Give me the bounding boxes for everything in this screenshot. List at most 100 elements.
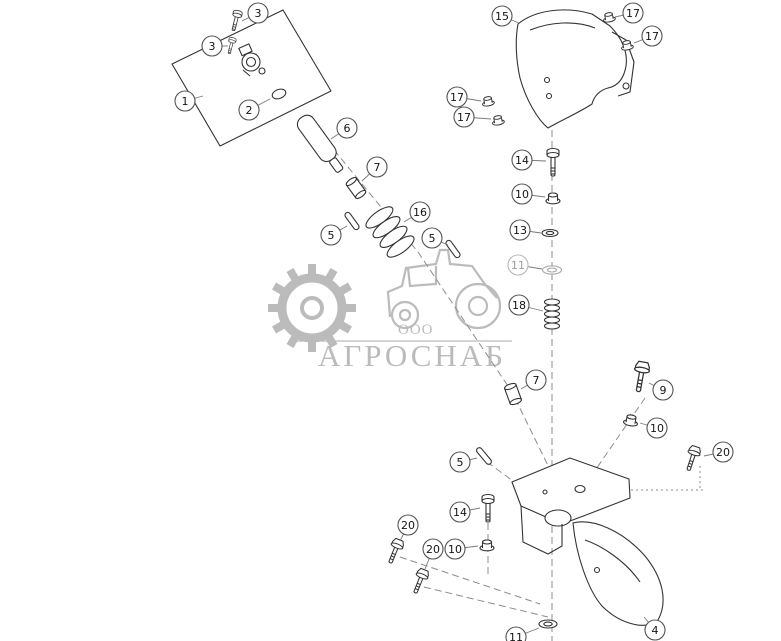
callout-part-17: 17 <box>614 2 644 24</box>
callout-part-2: 2 <box>238 98 271 121</box>
callout-number: 15 <box>495 10 509 23</box>
callout-circle <box>320 224 342 246</box>
callout-circle <box>525 369 547 391</box>
part-9-bolt <box>630 360 652 394</box>
callout-number: 10 <box>448 543 462 556</box>
callout-part-14: 14 <box>449 501 481 523</box>
callout-number: 7 <box>374 161 381 174</box>
callout-circle <box>421 227 443 249</box>
callout-part-9: 9 <box>648 379 674 401</box>
callout-circle <box>646 417 668 439</box>
callout-part-10: 10 <box>511 183 546 205</box>
callout-circle <box>201 35 223 57</box>
callout-part-17: 17 <box>633 25 663 47</box>
callout-circle <box>446 86 468 108</box>
part-17-nut <box>601 11 617 24</box>
callout-circle <box>409 201 431 223</box>
callout-circle <box>397 514 419 536</box>
callout-number: 2 <box>246 104 253 117</box>
callout-number: 5 <box>429 232 436 245</box>
part-5-pin <box>474 445 494 467</box>
callout-circle <box>247 2 269 24</box>
callout-circle <box>509 219 531 241</box>
callout-circle <box>491 5 513 27</box>
part-11-washer <box>541 265 563 275</box>
callout-part-17: 17 <box>446 86 482 108</box>
callout-part-17: 17 <box>453 106 492 128</box>
part-16-spring <box>365 206 415 258</box>
callout-part-1: 1 <box>174 90 204 112</box>
callout-circle <box>641 25 663 47</box>
callout-part-7: 7 <box>361 156 388 182</box>
callout-part-10: 10 <box>444 538 479 560</box>
part-6-cylinder <box>296 114 344 173</box>
callout-number: 11 <box>511 259 525 272</box>
part-20-bolt <box>408 566 431 596</box>
part-14-bolt <box>481 493 495 523</box>
part-18-spring <box>543 298 561 330</box>
part-7-bushing <box>503 381 523 407</box>
callout-circle <box>453 106 475 128</box>
callout-number: 14 <box>453 506 467 519</box>
callout-circle <box>508 294 530 316</box>
callout-circle <box>422 538 444 560</box>
callout-part-20: 20 <box>397 514 419 542</box>
callout-number: 5 <box>457 456 464 469</box>
callout-part-3: 3 <box>201 35 228 57</box>
callout-circle <box>449 501 471 523</box>
callout-circle <box>444 538 466 560</box>
callout-circle <box>505 626 527 641</box>
part-17-nut <box>490 114 506 127</box>
callout-part-11: 11 <box>505 626 540 641</box>
part-17-nut <box>480 95 496 108</box>
callout-part-5: 5 <box>449 451 478 473</box>
callout-number: 7 <box>533 374 540 387</box>
callout-circle <box>644 619 666 641</box>
callout-number: 1 <box>182 95 189 108</box>
callout-part-16: 16 <box>403 201 431 223</box>
callout-part-14: 14 <box>511 149 547 171</box>
callout-part-15: 15 <box>491 5 520 27</box>
watermark-logo: ООО АГРОСНАБ <box>268 248 512 373</box>
part-10-nut <box>622 413 640 428</box>
callout-number: 10 <box>515 188 529 201</box>
watermark-name: АГРОСНАБ <box>318 338 506 373</box>
callout-circle <box>622 2 644 24</box>
watermark-prefix: ООО <box>398 322 434 338</box>
part-13-washer <box>541 228 559 238</box>
part-20-bolt <box>383 536 406 566</box>
part-14-bolt <box>546 147 560 177</box>
callout-circle <box>449 451 471 473</box>
part-5-pin <box>343 210 361 232</box>
callout-number: 14 <box>515 154 529 167</box>
callout-number: 3 <box>209 40 216 53</box>
callout-part-20: 20 <box>422 538 444 570</box>
callout-circle <box>366 156 388 178</box>
callout-circle <box>652 379 674 401</box>
callout-circle <box>712 441 734 463</box>
callout-number: 17 <box>457 111 471 124</box>
callout-number: 3 <box>255 7 262 20</box>
callout-part-10: 10 <box>639 417 668 439</box>
part-11-washer <box>538 619 558 629</box>
part-10-nut <box>545 192 561 205</box>
callout-number: 17 <box>450 91 464 104</box>
tractor-icon <box>386 248 502 330</box>
callout-number: 4 <box>652 624 659 637</box>
part-2-plug <box>271 88 287 100</box>
part-4-bracket <box>511 457 664 626</box>
callout-number: 9 <box>660 384 667 397</box>
part-15-shield <box>515 9 635 129</box>
callout-number: 20 <box>426 543 440 556</box>
parts-artwork <box>171 9 703 629</box>
callout-circle <box>238 99 260 121</box>
callout-number: 13 <box>513 224 527 237</box>
part-10-nut <box>479 539 495 552</box>
callout-number: 10 <box>650 422 664 435</box>
callout-number: 17 <box>626 7 640 20</box>
callout-circle <box>511 183 533 205</box>
callout-number: 20 <box>401 519 415 532</box>
